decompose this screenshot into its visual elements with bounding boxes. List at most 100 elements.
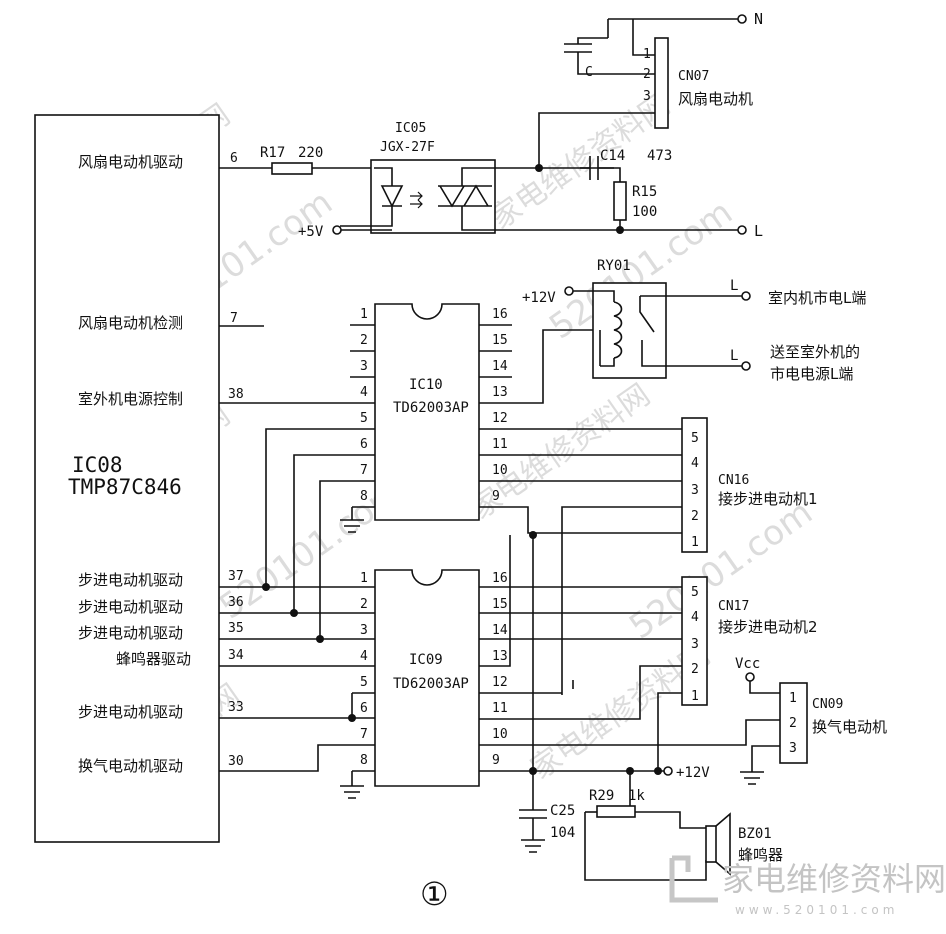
cn09-pin-3: 3 xyxy=(789,741,797,756)
ground-icon-2 xyxy=(340,785,364,799)
cn16-desc: 接步进电动机1 xyxy=(718,490,818,508)
mcu-label-fan-detect: 风扇电动机检测 xyxy=(78,314,183,332)
light-arrow-icon xyxy=(410,191,423,201)
ic10-pin-16: 16 xyxy=(492,307,508,322)
wire-cn16-2 xyxy=(561,506,682,695)
switch-icon xyxy=(639,296,655,333)
brand-logo-icon xyxy=(669,855,718,903)
junction-dot-4 xyxy=(262,583,270,591)
ic10-pin-13: 13 xyxy=(492,385,508,400)
c25-value: 104 xyxy=(550,825,575,841)
mcu-pin-numbers: 6 7 38 37 36 35 34 33 30 xyxy=(228,151,244,769)
cn17-connector xyxy=(681,576,708,706)
terminal-n xyxy=(737,14,747,24)
ic10-body xyxy=(374,303,480,521)
mcu-label-step-36: 步进电动机驱动 xyxy=(78,598,183,616)
cn09-ref: CN09 xyxy=(812,697,843,712)
ic09-pin-15: 15 xyxy=(492,597,508,612)
r29-resistor xyxy=(596,805,636,818)
ic08-part: TMP87C846 xyxy=(68,475,182,499)
terminal-plus5v xyxy=(332,225,342,235)
triac-icon-2 xyxy=(463,184,489,207)
wire-cn09-3 xyxy=(479,719,780,746)
wire-ic10-13-relay xyxy=(479,329,600,404)
wire-relay-vcc xyxy=(573,290,615,302)
wire-cn17-2 xyxy=(479,665,682,720)
ry01-ref: RY01 xyxy=(597,258,631,274)
ic10-pin-14: 14 xyxy=(492,359,508,374)
mcu-pin-36: 36 xyxy=(228,595,244,610)
wire-ic09-gnd xyxy=(351,770,375,786)
terminal-plus12v-relay xyxy=(564,286,574,296)
ic08-body xyxy=(34,114,220,843)
r15-ref: R15 xyxy=(632,184,657,200)
ic09-pin-12: 12 xyxy=(492,675,508,690)
net-relay-l2: L xyxy=(730,348,738,364)
ic09-pin-1: 1 xyxy=(360,571,368,586)
wire-ic09-5 xyxy=(351,692,375,718)
ic10-pin-10: 10 xyxy=(492,463,508,478)
mcu-pin-34: 34 xyxy=(228,648,244,663)
r15-resistor xyxy=(613,181,627,221)
ground-icon xyxy=(340,519,364,533)
brand-logo: 家电维修资料网 www.520101.com xyxy=(669,855,946,917)
ic10-pin-12: 12 xyxy=(492,411,508,426)
ic09-body xyxy=(374,569,480,787)
mcu-label-vent: 换气电动机驱动 xyxy=(78,757,183,775)
ic05-part: JGX-27F xyxy=(380,140,435,155)
junction-dot-9 xyxy=(654,767,662,775)
net-vcc: Vcc xyxy=(735,656,760,672)
cn17-pin-3: 3 xyxy=(691,637,699,652)
net-plus12v-bottom: +12V xyxy=(676,765,710,781)
cn16-ref: CN16 xyxy=(718,473,749,488)
relay-output-outdoor-1: 送至室外机的 xyxy=(770,343,860,361)
bz01-desc: 蜂鸣器 xyxy=(738,846,783,864)
ic10-pin-15: 15 xyxy=(492,333,508,348)
speaker-icon xyxy=(715,812,731,876)
relay-output-indoor: 室内机市电L端 xyxy=(768,289,866,307)
cn07-connector xyxy=(654,37,669,129)
ic09-section: IC09 TD62003AP 1 2 3 4 5 6 7 8 16 15 14 … xyxy=(360,569,508,787)
ic09-pin-6: 6 xyxy=(360,701,368,716)
mcu-label-buzzer: 蜂鸣器驱动 xyxy=(116,650,191,668)
cn09-desc: 换气电动机 xyxy=(812,718,887,736)
cn07-pin-2: 2 xyxy=(643,67,651,82)
ground-icon-4 xyxy=(740,771,764,785)
cn07-desc: 风扇电动机 xyxy=(678,90,753,108)
terminal-relay-l2 xyxy=(741,361,751,371)
junction-dot-5 xyxy=(290,609,298,617)
cn07-pin-3: 3 xyxy=(643,89,651,104)
cn17-section: 5 4 3 2 1 CN17 接步进电动机2 xyxy=(681,576,818,706)
wire-cn17-1 xyxy=(657,692,682,773)
wire-cn09-3-gnd xyxy=(751,745,780,772)
r17-resistor xyxy=(271,162,313,175)
r17-value: 220 xyxy=(298,145,323,161)
net-n: N xyxy=(754,10,763,28)
ic10-right-pin-stubs xyxy=(479,324,512,378)
wire-to-cn07-3 xyxy=(538,112,655,168)
c25-capacitor xyxy=(519,809,547,819)
wire-bz-return xyxy=(584,812,707,881)
ry01-body xyxy=(592,282,667,379)
terminal-l xyxy=(737,225,747,235)
cn09-pin-2: 2 xyxy=(789,716,797,731)
cn07-ref: CN07 xyxy=(678,69,709,84)
wire-cap-c-bottom xyxy=(577,52,655,75)
cap-c-label: C xyxy=(585,65,593,80)
cn17-pin-2: 2 xyxy=(691,662,699,677)
ic09-pin-4: 4 xyxy=(360,649,368,664)
wire-coil-out xyxy=(600,358,615,367)
r15-value: 100 xyxy=(632,204,657,220)
ic09-pin-5: 5 xyxy=(360,675,368,690)
wire-led-anode xyxy=(374,167,393,186)
junction-dot-6 xyxy=(316,635,324,643)
cn09-connector xyxy=(779,682,808,764)
terminal-plus12v-bottom xyxy=(663,766,673,776)
ic10-section: IC10 TD62003AP 1 2 3 4 5 6 7 8 16 15 14 … xyxy=(350,303,512,521)
wire-led-cathode xyxy=(340,206,393,227)
cn17-desc: 接步进电动机2 xyxy=(718,618,818,636)
cn09-section: Vcc 1 2 3 CN09 换气电动机 xyxy=(735,656,887,785)
cn17-ref: CN17 xyxy=(718,599,749,614)
terminal-vcc xyxy=(745,672,755,682)
ic09-pin-8: 8 xyxy=(360,753,368,768)
